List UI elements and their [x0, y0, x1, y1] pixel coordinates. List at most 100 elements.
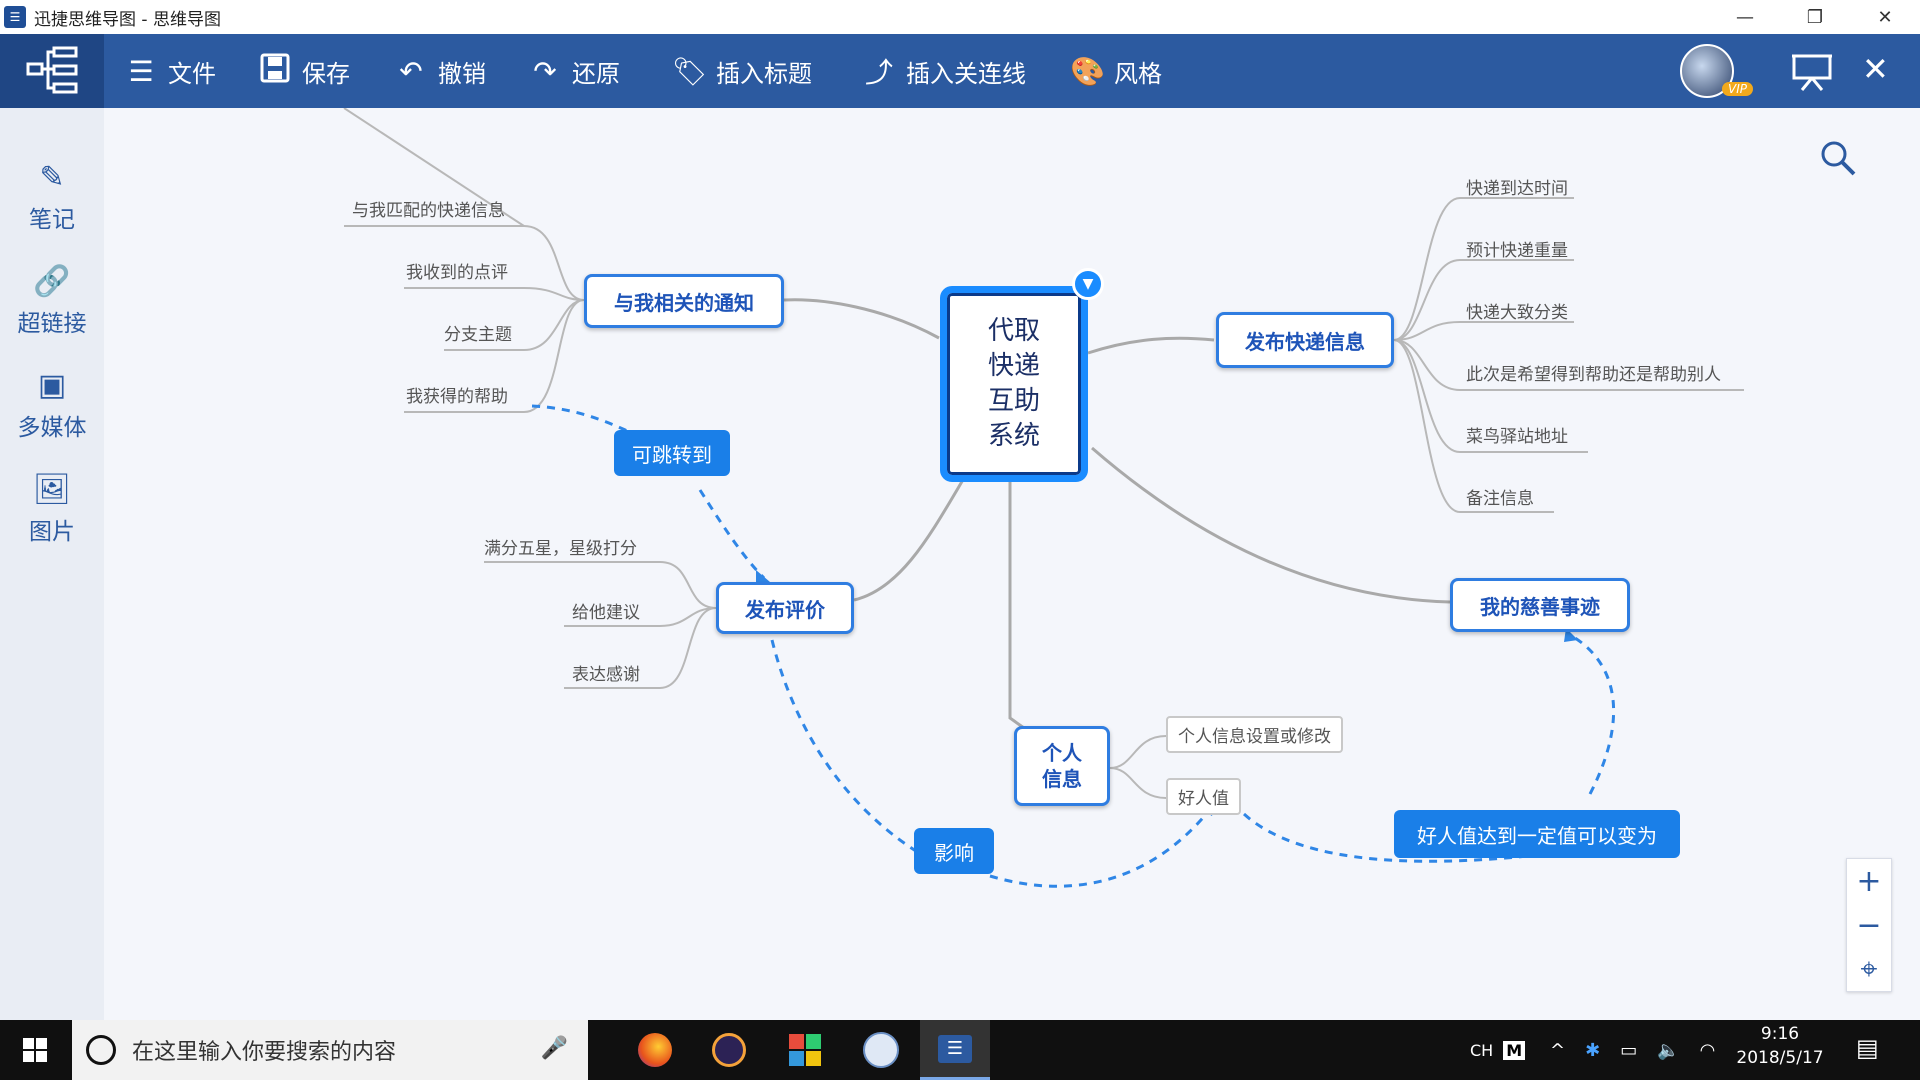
ime-indicator[interactable]: CH M: [1470, 1020, 1526, 1080]
file-menu-button[interactable]: ☰ 文件: [124, 34, 216, 108]
sidebar-item-label: 多媒体: [17, 415, 87, 441]
undo-label: 撤销: [438, 59, 486, 88]
zoom-in-button[interactable]: +: [1856, 863, 1882, 899]
save-button[interactable]: 保存: [258, 34, 350, 108]
volume-icon[interactable]: 🔈: [1657, 1039, 1680, 1061]
cortana-icon: [86, 1035, 116, 1065]
central-topic-line: 代取: [987, 316, 1040, 346]
branch-charity[interactable]: 我的慈善事迹: [1450, 578, 1630, 632]
callout-influence[interactable]: 影响: [914, 828, 994, 874]
close-window-button[interactable]: ✕: [1877, 6, 1893, 28]
sidebar-item-label: 图片: [29, 519, 75, 545]
microphone-icon[interactable]: 🎤: [540, 1036, 568, 1061]
system-tray: ^ ✱ ▭ 🔈 ◠: [1550, 1020, 1715, 1080]
branch-review[interactable]: 发布评价: [716, 582, 854, 634]
locate-icon[interactable]: ⌖: [1860, 951, 1878, 987]
mindmap-logo-icon[interactable]: [0, 34, 104, 108]
callout-good-value[interactable]: 好人值达到一定值可以变为: [1394, 810, 1680, 858]
pen-icon: ✎: [39, 160, 65, 195]
chevron-up-icon[interactable]: ^: [1550, 1039, 1566, 1061]
wifi-icon[interactable]: ◠: [1699, 1039, 1716, 1061]
sidebar-item-label: 笔记: [29, 207, 75, 233]
taskbar-search-box[interactable]: 在这里输入你要搜索的内容 🎤: [72, 1020, 588, 1080]
firefox-icon[interactable]: [620, 1020, 690, 1080]
branch-label: 与我相关的通知: [614, 290, 754, 315]
search-icon[interactable]: [1818, 138, 1858, 178]
bluetooth-icon[interactable]: ✱: [1585, 1039, 1601, 1061]
leaf-topic[interactable]: 个人信息设置或修改: [1166, 716, 1343, 753]
style-button[interactable]: 🎨 风格: [1070, 34, 1162, 108]
presentation-icon[interactable]: [1790, 52, 1834, 92]
close-editor-icon[interactable]: ✕: [1862, 50, 1889, 88]
image-icon: 🖼: [32, 472, 72, 507]
leaf-topic[interactable]: 此次是希望得到帮助还是帮助别人: [1466, 365, 1721, 385]
leaf-topic[interactable]: 分支主题: [444, 325, 512, 345]
menu-icon: ☰: [128, 54, 154, 88]
save-icon: [258, 53, 292, 90]
leaf-topic[interactable]: 给他建议: [572, 603, 640, 623]
zoom-controls: + − ⌖: [1846, 858, 1892, 992]
leaf-topic[interactable]: 备注信息: [1466, 489, 1534, 509]
central-topic-line: 快递: [987, 351, 1040, 381]
leaf-topic[interactable]: 表达感谢: [572, 665, 640, 685]
branch-label: 我的慈善事迹: [1480, 594, 1600, 619]
central-topic-line: 系统: [987, 421, 1040, 451]
mindmap-canvas[interactable]: 代取 快递 互助 系统 ▼ 与我相关的通知 发布快递信息 发布评价 个人 信息 …: [104, 108, 1920, 1020]
insert-link-label: 插入关连线: [906, 59, 1026, 88]
eclipse-icon[interactable]: [694, 1020, 764, 1080]
palette-icon: 🎨: [1070, 54, 1105, 88]
sidebar-item-image[interactable]: 🖼 图片: [0, 472, 104, 546]
link-icon: 🔗: [33, 264, 71, 299]
leaf-topic[interactable]: 我获得的帮助: [406, 387, 508, 407]
redo-button[interactable]: ↷ 还原: [528, 34, 620, 108]
notification-icon[interactable]: ▤: [1856, 1034, 1879, 1062]
redo-icon: ↷: [533, 54, 557, 88]
leaf-topic[interactable]: 与我匹配的快递信息: [352, 201, 505, 221]
insert-topic-label: 插入标题: [716, 59, 812, 88]
file-label: 文件: [168, 59, 216, 88]
undo-button[interactable]: ↶ 撤销: [394, 34, 486, 108]
office-app-icon[interactable]: [770, 1020, 840, 1080]
left-sidebar: ✎ 笔记 🔗 超链接 ▣ 多媒体 🖼 图片: [0, 108, 104, 1020]
clock-date: 2018/5/17: [1736, 1048, 1824, 1068]
sidebar-item-media[interactable]: ▣ 多媒体: [0, 368, 104, 442]
clock[interactable]: 9:16 2018/5/17: [1730, 1024, 1830, 1068]
leaf-topic[interactable]: 满分五星，星级打分: [484, 539, 637, 559]
minimize-button[interactable]: —: [1736, 6, 1754, 28]
connector-lines: [343, 108, 1744, 888]
connector-icon: ⤴: [864, 56, 893, 89]
mindmap-taskbar-icon[interactable]: ☰: [920, 1020, 990, 1080]
branch-personal[interactable]: 个人 信息: [1014, 726, 1110, 806]
branch-label: 发布评价: [745, 597, 825, 622]
collapse-toggle-icon[interactable]: ▼: [1072, 268, 1104, 300]
sidebar-item-label: 超链接: [17, 311, 87, 337]
leaf-topic[interactable]: 快递到达时间: [1466, 179, 1568, 199]
insert-link-button[interactable]: ⤴ 插入关连线: [862, 34, 1026, 108]
branch-label: 个人: [1042, 741, 1082, 765]
leaf-topic[interactable]: 快递大致分类: [1466, 303, 1568, 323]
leaf-topic[interactable]: 好人值: [1166, 778, 1241, 815]
vip-badge: VIP: [1722, 82, 1753, 96]
media-icon: ▣: [37, 368, 67, 403]
app-icon: ☰: [4, 6, 26, 28]
callout-jump[interactable]: 可跳转到: [614, 430, 730, 476]
insert-topic-button[interactable]: 🏷 插入标题: [672, 34, 812, 108]
window-title: 迅捷思维导图 - 思维导图: [34, 9, 221, 30]
branch-notify[interactable]: 与我相关的通知: [584, 274, 784, 328]
leaf-topic[interactable]: 我收到的点评: [406, 263, 508, 283]
zoom-out-button[interactable]: −: [1856, 907, 1882, 943]
callout-label: 影响: [934, 840, 974, 865]
windows-start-icon[interactable]: [0, 1020, 70, 1080]
battery-icon[interactable]: ▭: [1620, 1039, 1638, 1061]
leaf-topic[interactable]: 菜鸟驿站地址: [1466, 427, 1568, 447]
restore-button[interactable]: ❐: [1806, 6, 1824, 28]
callout-label: 可跳转到: [632, 442, 712, 467]
leaf-topic[interactable]: 预计快递重量: [1466, 241, 1568, 261]
branch-publish[interactable]: 发布快递信息: [1216, 312, 1394, 368]
sidebar-item-note[interactable]: ✎ 笔记: [0, 160, 104, 234]
clock-time: 9:16: [1760, 1024, 1800, 1044]
sidebar-item-hyperlink[interactable]: 🔗 超链接: [0, 264, 104, 338]
chat-app-icon[interactable]: [846, 1020, 916, 1080]
central-topic[interactable]: 代取 快递 互助 系统: [940, 286, 1088, 482]
redo-label: 还原: [572, 59, 620, 88]
